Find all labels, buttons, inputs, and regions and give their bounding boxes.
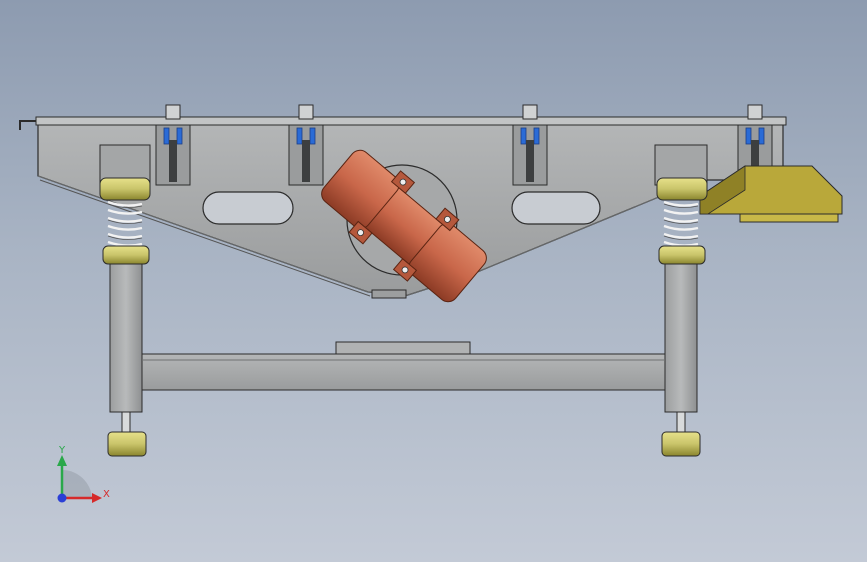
left-spring-assembly[interactable]	[99, 177, 151, 265]
lower-flange-line	[39, 179, 371, 297]
clamp-assembly-2[interactable]	[288, 104, 324, 186]
top-rail[interactable]	[35, 116, 787, 126]
right-foot-bolt	[676, 411, 686, 435]
beam-top-plate[interactable]	[335, 341, 471, 355]
right-leg[interactable]	[664, 261, 698, 413]
z-axis-dot-icon	[57, 493, 67, 503]
x-axis-label: X	[103, 489, 110, 500]
left-leg[interactable]	[109, 261, 143, 413]
right-lower-spring-seat	[658, 245, 706, 265]
right-foot-assembly[interactable]	[661, 411, 701, 457]
left-upper-spring-seat	[99, 177, 151, 201]
right-oblong-slot	[511, 191, 601, 225]
y-axis-arrow-icon	[57, 455, 67, 466]
clamp-assembly-3[interactable]	[512, 104, 548, 186]
right-spring-assembly[interactable]	[656, 177, 708, 265]
coordinate-triad: Y X	[57, 445, 110, 503]
triad-plane-arc	[62, 469, 92, 498]
x-axis-arrow-icon	[92, 493, 102, 503]
left-lower-spring-seat	[102, 245, 150, 265]
clamp-assembly-1[interactable]	[155, 104, 191, 186]
right-foot-pad[interactable]	[661, 431, 701, 457]
left-foot-assembly[interactable]	[107, 411, 147, 457]
left-oblong-slot	[202, 191, 294, 225]
right-coil-spring	[663, 200, 699, 247]
support-base-frame[interactable]	[109, 261, 698, 413]
vibration-motor[interactable]	[312, 140, 495, 312]
left-foot-bolt	[121, 411, 131, 435]
y-axis-label: Y	[58, 445, 66, 456]
left-foot-pad[interactable]	[107, 431, 147, 457]
bottom-bracket[interactable]	[371, 289, 407, 299]
feed-lip	[19, 120, 36, 130]
vibration-motor-assembly[interactable]	[312, 140, 495, 312]
right-upper-spring-seat	[656, 177, 708, 201]
left-coil-spring	[107, 200, 143, 247]
cross-beam[interactable]	[141, 353, 666, 391]
discharge-chute[interactable]	[699, 165, 843, 223]
